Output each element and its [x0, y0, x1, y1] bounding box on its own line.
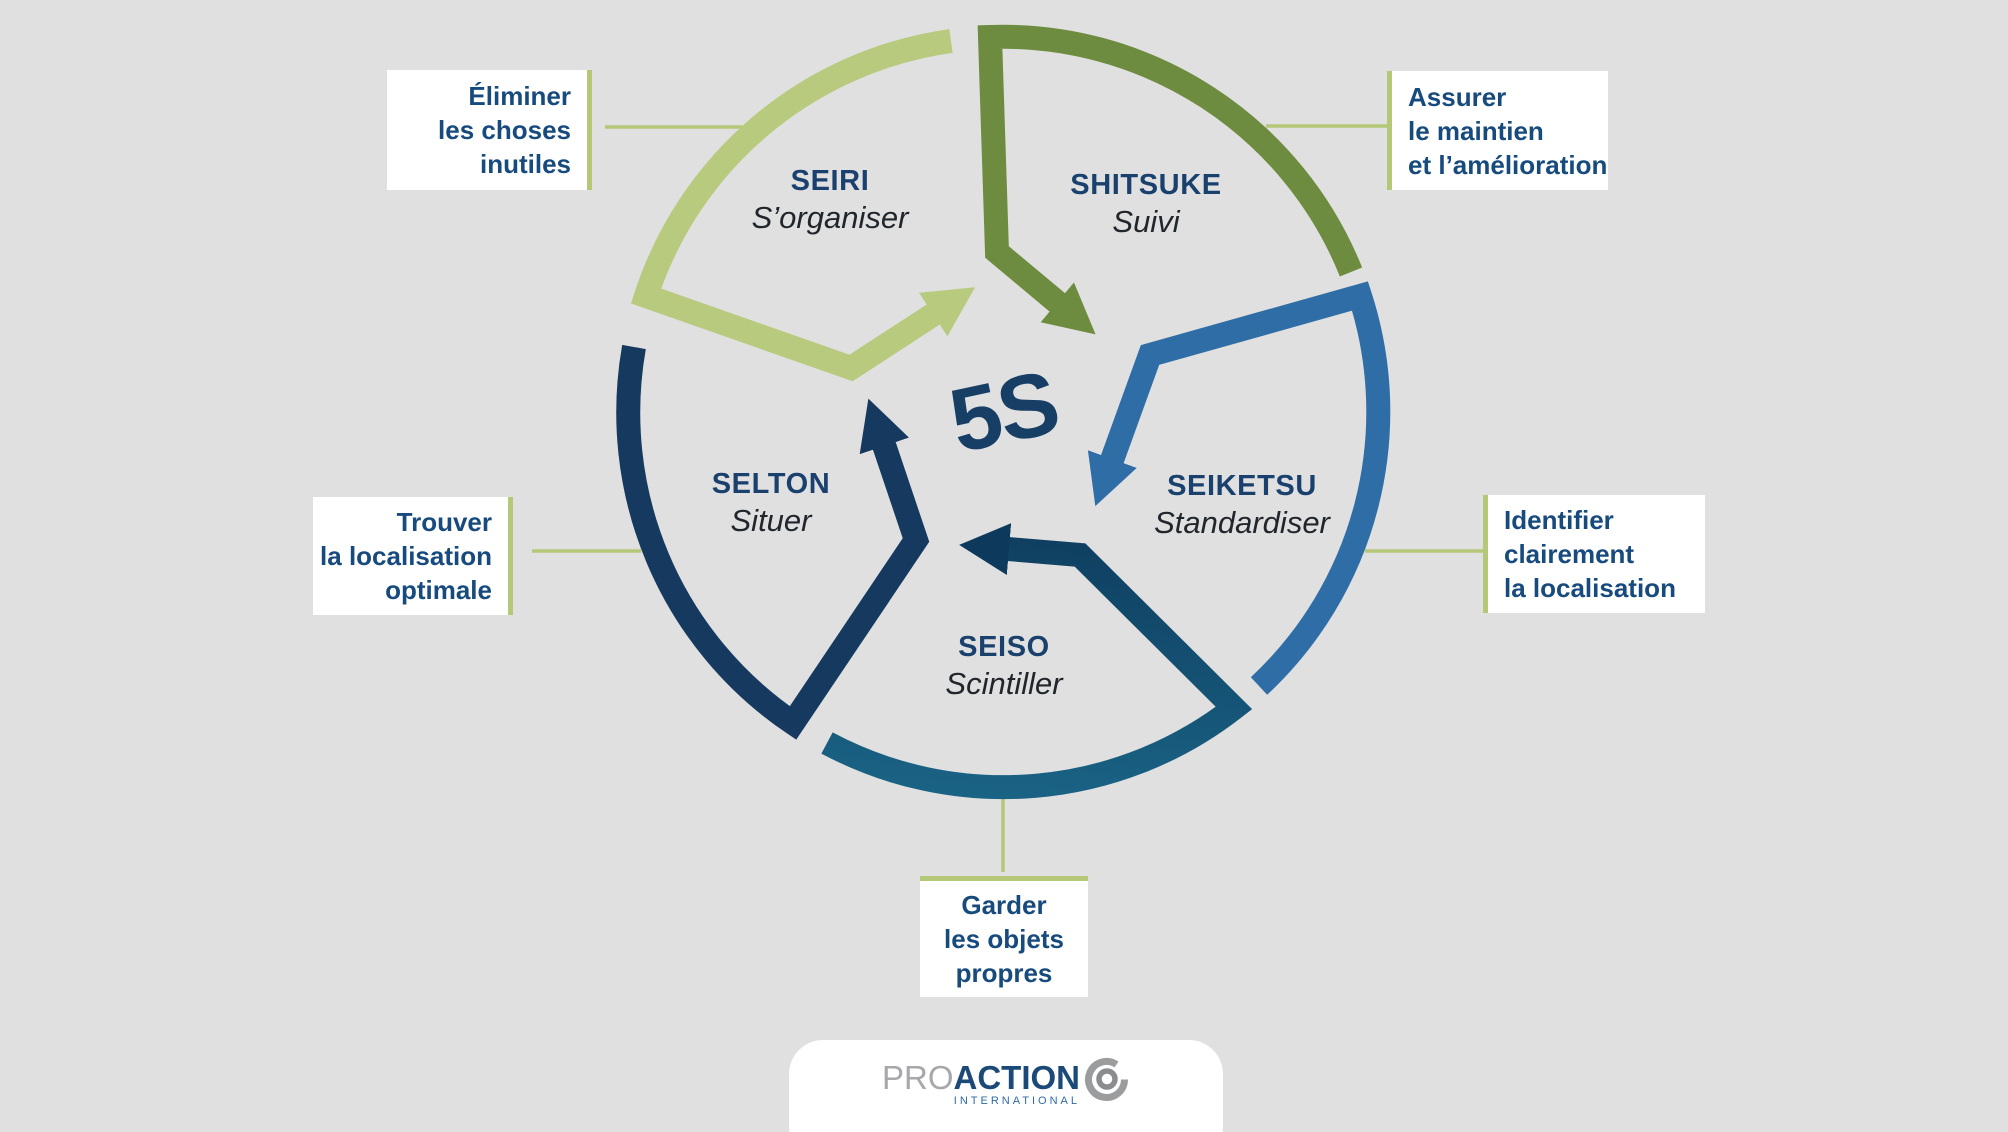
label-seiso: SEISO Scintiller: [945, 629, 1062, 703]
callout-line: les choses: [438, 115, 571, 145]
seiketsu-subtitle: Standardiser: [1154, 505, 1330, 540]
selton-subtitle: Situer: [730, 503, 812, 538]
seiso-segment-arrow: [821, 523, 1253, 800]
swirl-inner-ring: [1096, 1068, 1118, 1090]
callout-line: et l’amélioration: [1408, 149, 1608, 180]
label-seiketsu: SEIKETSU Standardiser: [1154, 468, 1330, 542]
callout-line: les objets: [944, 924, 1064, 954]
selton-segment-arrow: [616, 344, 930, 740]
callout-eliminer: Éliminer les choses inutiles: [387, 70, 592, 190]
swirl-outer-arc: [1085, 1057, 1128, 1101]
proaction-logo: PROACTION INTERNATIONAL: [789, 1057, 1223, 1108]
callout-garder: Garder les objets propres: [920, 876, 1088, 997]
callout-assurer: Assurer le maintien et l’amélioration: [1387, 71, 1608, 190]
logo-action-text: ACTION: [953, 1059, 1081, 1096]
callout-line: Assurer: [1408, 81, 1507, 112]
callout-trouver: Trouver la localisation optimale: [313, 497, 513, 615]
callout-line: le maintien: [1408, 115, 1544, 146]
callout-identifier: Identifier clairement la localisation: [1483, 495, 1705, 613]
seiri-subtitle: S’organiser: [751, 200, 909, 235]
label-selton: SELTON Situer: [712, 466, 831, 540]
callout-line: la localisation: [1504, 573, 1676, 603]
proaction-wordmark: PROACTION INTERNATIONAL: [882, 1060, 1080, 1108]
seiketsu-segment-arrow: [1087, 281, 1391, 695]
callout-line: la localisation: [320, 541, 492, 571]
logo-international-text: INTERNATIONAL: [953, 1095, 1080, 1107]
seiri-term: SEIRI: [790, 165, 870, 197]
selton-term: SELTON: [711, 468, 831, 500]
seiso-subtitle: Scintiller: [945, 666, 1063, 701]
callout-line: optimale: [385, 575, 492, 605]
seiso-term: SEISO: [958, 631, 1050, 663]
callout-line: propres: [955, 958, 1053, 988]
callout-line: Identifier: [1504, 505, 1614, 535]
proaction-swirl-icon: [1085, 1057, 1128, 1101]
callout-line: clairement: [1504, 539, 1635, 569]
logo-pro-text: PRO: [881, 1059, 954, 1096]
proaction-logo-card: PROACTION INTERNATIONAL: [789, 1040, 1223, 1132]
center-5s-label: 5S: [941, 352, 1067, 473]
shitsuke-term: SHITSUKE: [1070, 169, 1222, 201]
label-seiri: SEIRI S’organiser: [752, 163, 909, 237]
shitsuke-subtitle: Suivi: [1112, 204, 1180, 239]
shitsuke-segment-arrow: [977, 24, 1363, 335]
callout-line: inutiles: [479, 149, 571, 179]
callout-line: Éliminer: [468, 81, 571, 111]
callout-line: Garder: [961, 890, 1047, 920]
callout-line: Trouver: [396, 507, 492, 537]
callout-connectors: [532, 124, 1483, 872]
label-shitsuke: SHITSUKE Suivi: [1070, 167, 1221, 241]
seiri-segment-arrow: [630, 29, 976, 382]
seiketsu-term: SEIKETSU: [1167, 470, 1317, 502]
proaction-wordmark-line: PROACTION: [882, 1060, 1080, 1096]
